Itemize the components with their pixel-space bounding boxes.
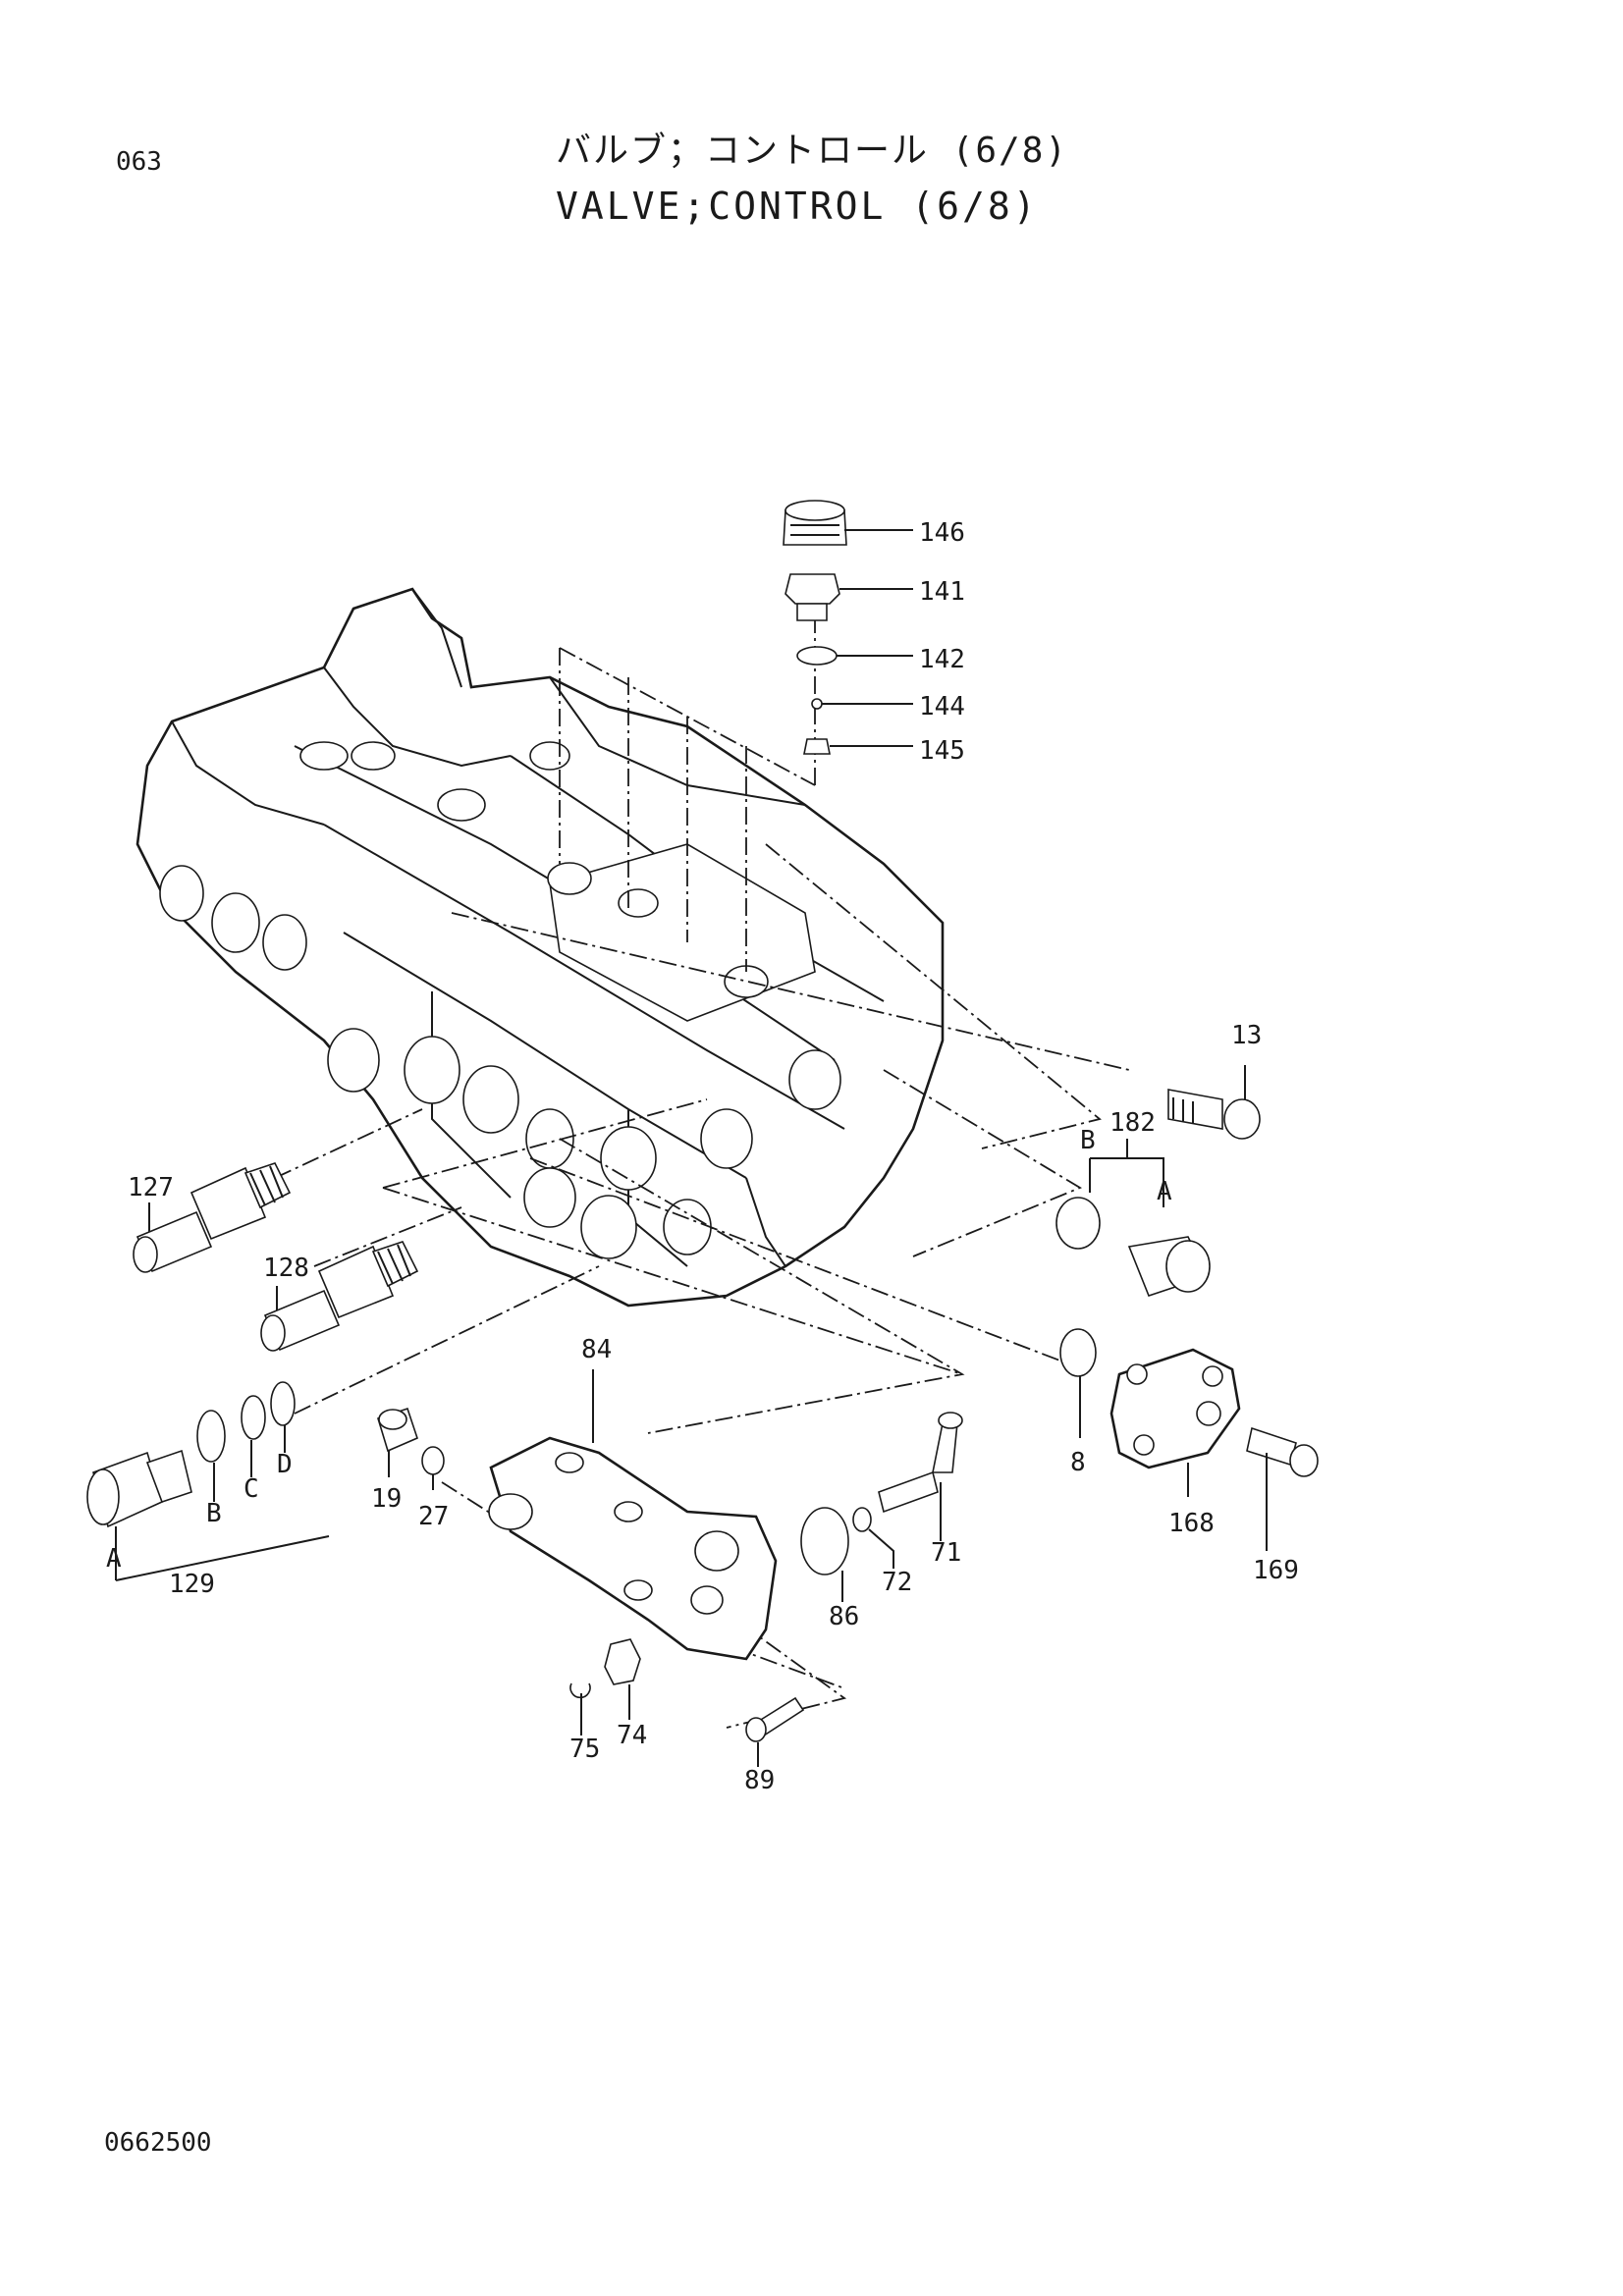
document-code: 0662500 (104, 2128, 212, 2158)
part-129-a-plug (86, 1449, 192, 1528)
callout-75: 75 (569, 1735, 600, 1764)
callout-89: 89 (744, 1766, 775, 1795)
callout-13: 13 (1231, 1021, 1262, 1050)
part-27-o-ring (421, 1446, 445, 1475)
callout-8: 8 (1070, 1448, 1086, 1477)
callout-86: 86 (829, 1602, 859, 1631)
part-169-bolt (1246, 1426, 1319, 1477)
part-146-cap (783, 500, 847, 546)
title-japanese: バルブ；コントロール (6/8) (556, 131, 1069, 171)
callout-141: 141 (919, 577, 965, 607)
callout-72: 72 (882, 1568, 912, 1597)
callout-129-a: A (106, 1544, 122, 1574)
part-129-d-ring (270, 1381, 296, 1426)
part-127-relief-valve (133, 1162, 292, 1273)
part-89-bolt (745, 1696, 805, 1742)
part-19-plug (377, 1407, 418, 1453)
part-8-o-ring (1059, 1328, 1097, 1377)
callout-129-d: D (277, 1450, 293, 1479)
callout-84: 84 (581, 1335, 612, 1364)
part-72-o-ring (852, 1507, 872, 1532)
callout-182-a: A (1157, 1177, 1172, 1206)
part-84-housing (488, 1436, 778, 1661)
part-86-o-ring (800, 1507, 849, 1575)
callout-127: 127 (128, 1173, 174, 1202)
part-71-spool (878, 1412, 963, 1514)
callout-129-b: B (206, 1499, 222, 1528)
part-182-b-o-ring (1055, 1197, 1101, 1250)
callout-144: 144 (919, 692, 965, 721)
part-74-nut (604, 1638, 641, 1685)
part-129-b-ring (196, 1410, 226, 1463)
callout-146: 146 (919, 518, 965, 548)
part-145-spring-seat (803, 738, 831, 755)
part-141-plug (784, 573, 840, 621)
part-142-o-ring (796, 646, 838, 666)
control-valve-body (135, 587, 945, 1308)
callout-142: 142 (919, 645, 965, 674)
callout-128: 128 (263, 1254, 309, 1283)
callout-168: 168 (1168, 1509, 1215, 1538)
callout-74: 74 (617, 1721, 647, 1750)
part-13-bolt (1167, 1089, 1261, 1140)
callout-71: 71 (931, 1538, 961, 1568)
page-number: 063 (116, 147, 162, 177)
callout-27: 27 (418, 1502, 449, 1531)
callout-129: 129 (169, 1570, 215, 1599)
part-168-flange (1109, 1348, 1241, 1469)
part-128-relief-valve (260, 1241, 419, 1352)
part-129-c-ring (241, 1395, 266, 1440)
callout-145: 145 (919, 736, 965, 766)
callout-19: 19 (371, 1484, 402, 1514)
title-english: VALVE;CONTROL (6/8) (556, 185, 1039, 228)
callout-129-c: C (243, 1474, 259, 1504)
callout-182: 182 (1109, 1108, 1156, 1138)
callout-169: 169 (1253, 1556, 1299, 1585)
part-144-ball (811, 698, 823, 710)
part-182-a-plug (1127, 1236, 1211, 1297)
callout-182-b: B (1080, 1126, 1096, 1155)
